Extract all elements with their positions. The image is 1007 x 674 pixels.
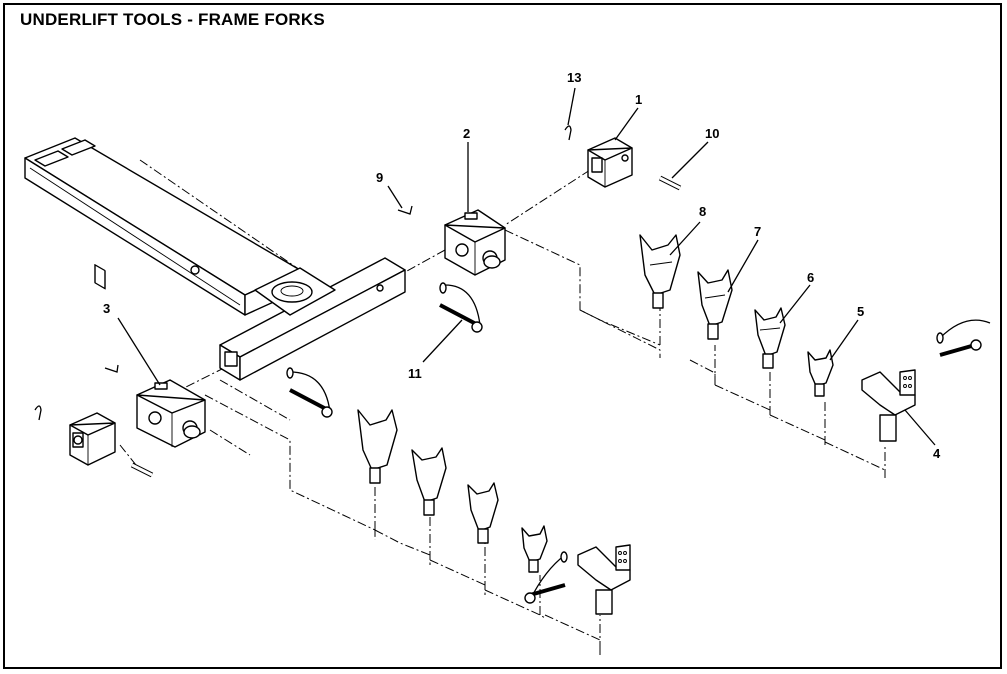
callout-2: 2 — [463, 126, 470, 141]
callout-4: 4 — [933, 446, 941, 461]
receiver-sleeve-right — [587, 137, 633, 188]
fork-4 — [861, 369, 916, 442]
diagram-title: UNDERLIFT TOOLS - FRAME FORKS — [20, 10, 325, 29]
callout-5: 5 — [857, 304, 864, 319]
lynch-pins — [286, 282, 991, 604]
callout-10: 10 — [705, 126, 719, 141]
callout-6: 6 — [807, 270, 814, 285]
fork-7 — [697, 269, 733, 340]
callout-11: 11 — [408, 366, 422, 381]
callouts: 1 2 3 4 5 6 7 8 9 10 11 13 — [103, 70, 941, 461]
forks-right-row — [639, 234, 916, 442]
fork-8 — [639, 234, 681, 309]
callout-7: 7 — [754, 224, 761, 239]
forks-left-row — [357, 409, 631, 615]
callout-1: 1 — [635, 92, 642, 107]
fork-5 — [807, 349, 834, 397]
fork-6 — [754, 307, 786, 369]
alignment-lines — [59, 149, 886, 655]
diagram-frame — [3, 3, 1002, 669]
callout-3: 3 — [103, 301, 110, 316]
cross-beam — [219, 257, 406, 381]
adapter-left — [136, 379, 206, 448]
callout-8: 8 — [699, 204, 706, 219]
pins — [34, 125, 682, 478]
receiver-sleeve-left — [69, 412, 116, 466]
callout-9: 9 — [376, 170, 383, 185]
leader-lines — [117, 87, 936, 446]
adapter-right — [444, 209, 506, 276]
callout-13: 13 — [567, 70, 581, 85]
